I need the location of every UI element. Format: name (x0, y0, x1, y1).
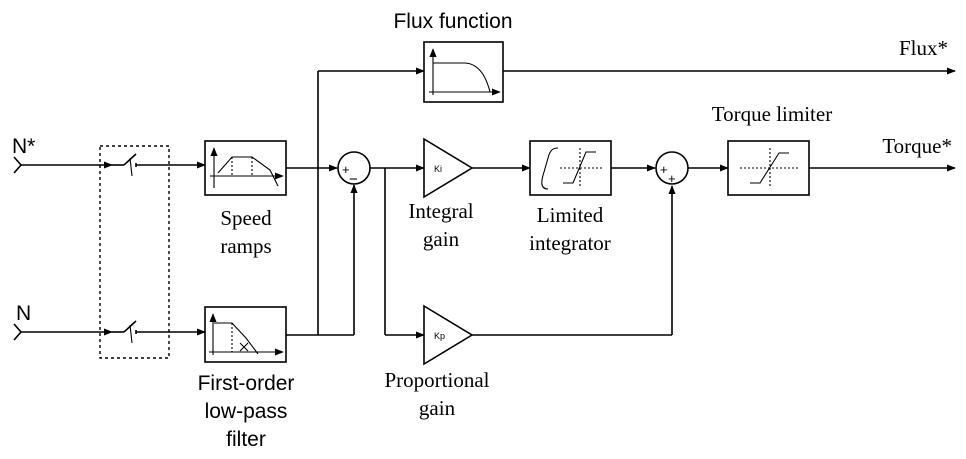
torque-output-label: Torque* (882, 134, 952, 158)
torque-limiter-icon (740, 148, 800, 188)
sum2-plus-bottom-sign: + (668, 171, 676, 186)
proportional-gain-label-line2: gain (419, 396, 456, 420)
switch-bottom-icon (112, 320, 206, 344)
limited-integrator-label-line2: integrator (529, 231, 611, 255)
flux-function-block (423, 41, 504, 103)
speed-ramps-block (204, 140, 287, 196)
torque-limiter-label: Torque limiter (712, 102, 832, 126)
limited-integrator-label-line1: Limited (537, 203, 604, 227)
filter-label-line2: low-pass (205, 400, 288, 423)
sum1-minus-sign: − (349, 171, 358, 188)
switch-top-icon (112, 153, 206, 177)
input-n-star-chevron (13, 156, 23, 174)
low-pass-filter-block (204, 306, 287, 363)
speed-ramps-label-line1: Speed (220, 206, 272, 230)
filter-label-line3: filter (226, 428, 266, 451)
integral-gain-label-line2: gain (423, 227, 460, 251)
ki-symbol: Ki (434, 164, 442, 174)
speed-ramps-icon (210, 147, 284, 188)
limited-integrator-block (529, 140, 612, 196)
sum2-plus-left-sign: + (660, 162, 668, 177)
switch-dashed-box (99, 145, 170, 359)
sum1-plus-sign: + (342, 162, 350, 177)
input-n-label: N (16, 302, 31, 325)
limited-integrator-icon (541, 147, 602, 190)
filter-label-line1: First-order (198, 372, 295, 395)
input-n-chevron (13, 323, 23, 341)
flux-output-label: Flux* (899, 36, 948, 60)
integral-gain-label-line1: Integral (408, 199, 473, 223)
proportional-gain-label-line1: Proportional (385, 368, 490, 392)
integral-gain-triangle (423, 137, 474, 199)
kp-symbol: Kp (434, 331, 445, 341)
proportional-gain-triangle (423, 304, 474, 366)
flux-function-label: Flux function (393, 10, 512, 33)
flux-function-icon (429, 48, 501, 96)
low-pass-filter-icon (209, 313, 284, 356)
speed-ramps-label-line2: ramps (220, 234, 271, 258)
input-n-star-label: N* (12, 135, 35, 158)
